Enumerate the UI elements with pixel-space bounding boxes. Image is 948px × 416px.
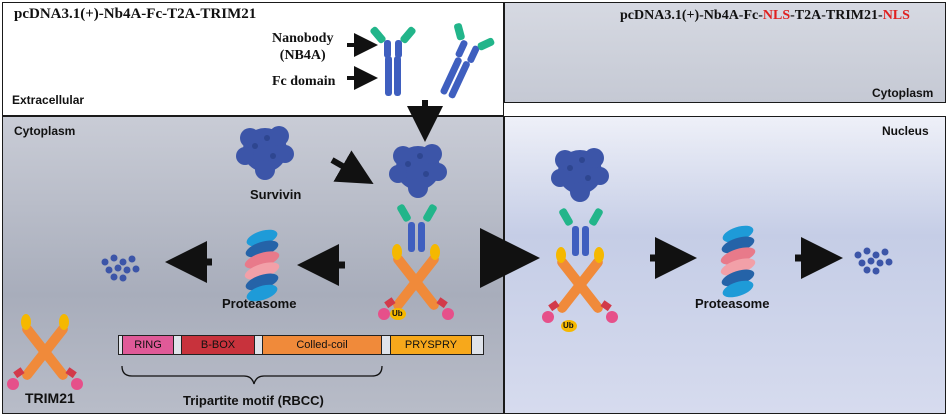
nanobody-label-line1: Nanobody	[272, 31, 334, 46]
domain-bbox: B-BOX	[181, 336, 255, 354]
domain-ring-label: RING	[134, 339, 162, 351]
construct-label-right: pcDNA3.1(+)-Nb4A-Fc-NLS-T2A-TRIM21-NLS	[620, 8, 910, 24]
nls-tag-1: NLS	[762, 8, 791, 23]
survivin-bound-icon	[389, 144, 447, 198]
construct-label-left: pcDNA3.1(+)-Nb4A-Fc-T2A-TRIM21	[14, 6, 257, 22]
nucleus-label: Nucleus	[882, 124, 929, 138]
domain-pryspry-label: PRYSPRY	[404, 339, 458, 351]
survivin-nucleus-icon	[551, 148, 609, 202]
arrow-survivin	[330, 150, 374, 184]
peptide-fragments-left-icon	[101, 254, 140, 282]
proteasome-icon-right	[718, 222, 758, 301]
nanobody-label: Nanobody (NB4A)	[272, 30, 333, 64]
nls-tag-2: NLS	[882, 8, 910, 23]
survivin-label: Survivin	[250, 187, 302, 202]
extracellular-panel	[2, 2, 504, 116]
proteasome-label-left: Proteasome	[222, 296, 297, 311]
fc-domain-label: Fc domain	[272, 74, 336, 89]
cytoplasm-label-left: Cytoplasm	[14, 124, 76, 138]
domain-ring: RING	[122, 336, 174, 354]
ub-tag-right	[561, 320, 577, 332]
right-cytoplasm-panel	[504, 2, 946, 103]
survivin-blob-icon	[236, 126, 294, 180]
domain-coiled-coil-label: Colled-coil	[296, 339, 348, 351]
cytoplasm-label-right: Cytoplasm	[872, 86, 934, 100]
domain-pryspry: PRYSPRY	[390, 336, 472, 354]
ub-tag-left	[390, 308, 406, 320]
antibody-bound-icon	[397, 204, 437, 252]
nanobody-label-line2: (NB4A)	[279, 48, 326, 63]
trim21-label: TRIM21	[25, 390, 75, 406]
domain-bbox-label: B-BOX	[200, 339, 236, 351]
trim21-icon	[7, 314, 83, 390]
proteasome-label-right: Proteasome	[695, 296, 770, 311]
proteasome-icon-left	[242, 226, 282, 305]
antibody-tilted-icon	[440, 23, 495, 99]
construct-part-1: pcDNA3.1(+)-Nb4A-Fc-	[620, 8, 763, 23]
trim21-bound-icon	[378, 244, 454, 320]
ub-label-right: Ub	[563, 321, 574, 330]
construct-part-3: -T2A-TRIM21-	[790, 8, 883, 23]
ub-label-left: Ub	[392, 309, 403, 318]
trim21-nucleus-icon	[542, 247, 618, 323]
tripartite-bracket	[121, 365, 383, 385]
tripartite-label: Tripartite motif (RBCC)	[183, 393, 324, 408]
antibody-icon	[370, 26, 416, 96]
antibody-nucleus-icon	[559, 208, 603, 256]
domain-coiled-coil: Colled-coil	[262, 336, 382, 354]
peptide-fragments-right-icon	[854, 247, 893, 275]
extracellular-label: Extracellular	[12, 93, 85, 107]
